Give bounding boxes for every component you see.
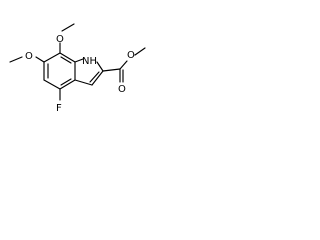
atom-label-o-ester: O — [127, 50, 135, 61]
bond-c3a-c4 — [59, 79, 76, 90]
bond-c7-c7a-inner — [60, 56, 72, 64]
bond-c2-carbonyl — [102, 68, 121, 72]
bond-c3-c3a — [74, 79, 93, 86]
atom-label-o-methoxy-6: O — [25, 51, 33, 62]
atom-label-nh: NH — [82, 56, 97, 67]
bond-c7a-n1 — [74, 58, 84, 63]
bond-c3a-c4-inner — [60, 78, 72, 86]
bond-c4-c5 — [43, 79, 61, 90]
molecule-structure: NH O O O O F — [9, 23, 146, 114]
bond-c2-c3 — [91, 70, 104, 86]
bond-c6-o6 — [35, 56, 45, 63]
atom-label-o-carbonyl: O — [118, 84, 126, 95]
bond-n1-c2 — [96, 61, 104, 72]
bond-c6-c7 — [43, 52, 61, 63]
atom-label-o-methoxy-7: O — [56, 34, 64, 45]
atom-label-fluorine: F — [56, 103, 62, 114]
bond-o7-methyl — [61, 23, 75, 32]
bond-carbonyl-oester — [119, 60, 128, 70]
bond-c7-c7a — [59, 52, 76, 63]
bond-oester-methyl — [134, 47, 146, 56]
bond-o6-methyl — [9, 56, 23, 63]
bond-c2-c3-inner — [89, 71, 100, 83]
